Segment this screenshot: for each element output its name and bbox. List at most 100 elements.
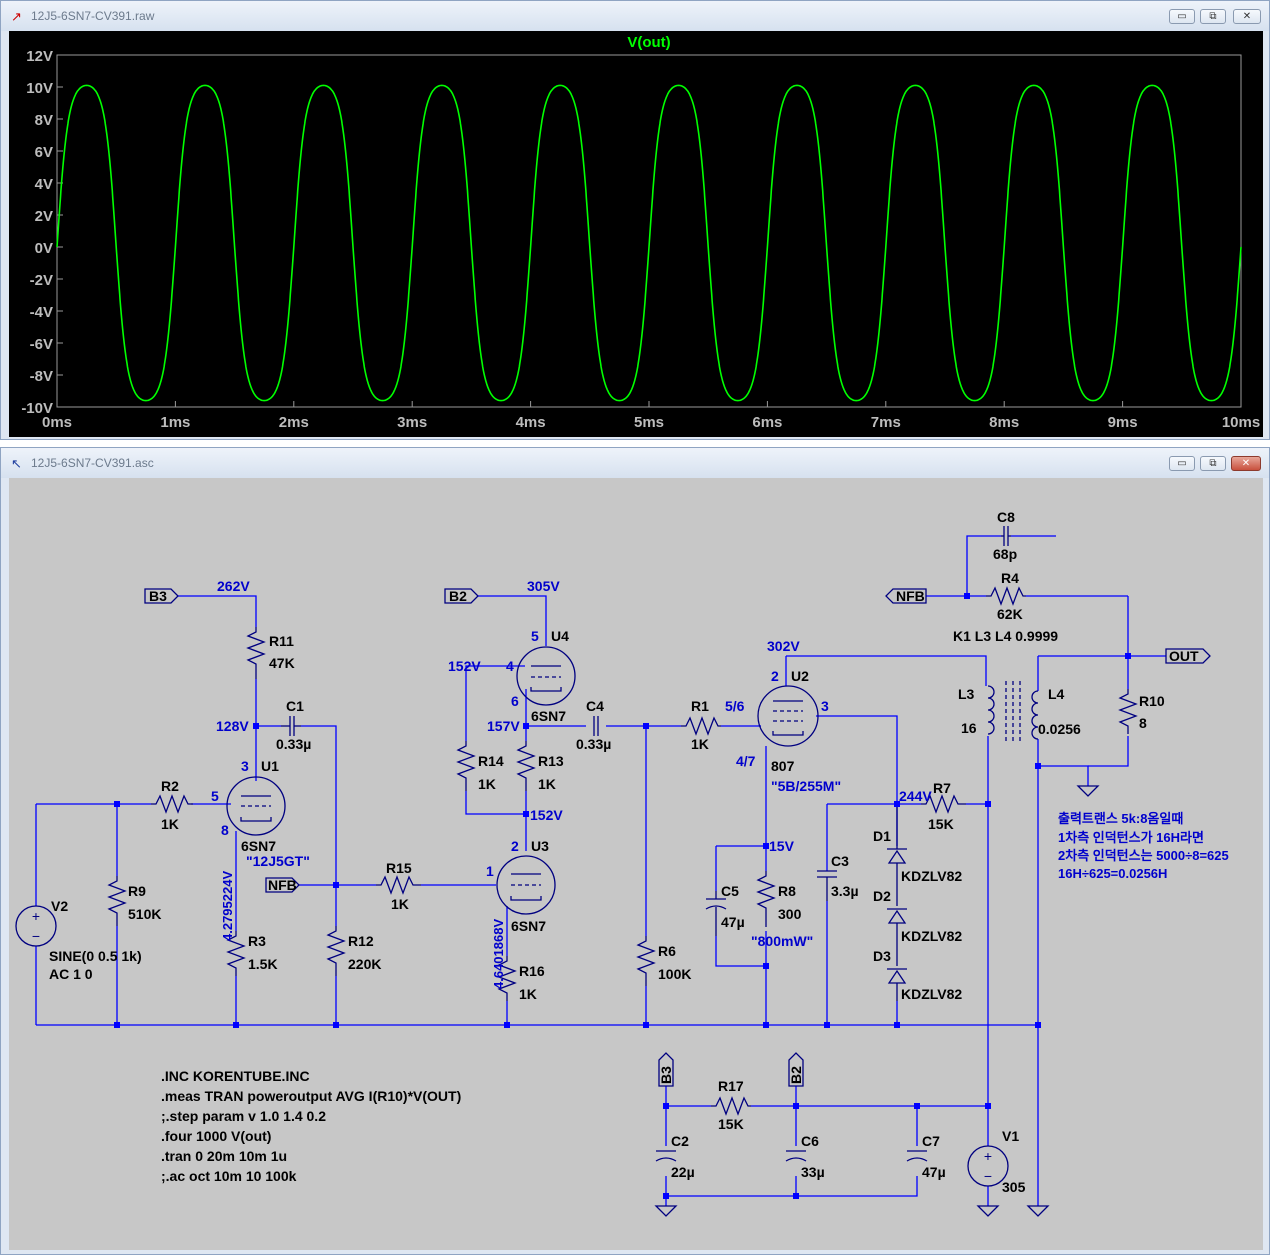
flag-label[interactable]: OUT [1169, 648, 1199, 664]
component-value[interactable]: KDZLV82 [901, 868, 962, 884]
component-value[interactable]: KDZLV82 [901, 986, 962, 1002]
component-value[interactable]: 1K [538, 776, 556, 792]
component-value[interactable]: SINE(0 0.5 1k) [49, 948, 142, 964]
component-value[interactable]: 100K [658, 966, 691, 982]
component-ref[interactable]: R9 [128, 883, 146, 899]
component-value[interactable]: 8 [1139, 715, 1147, 731]
component-value[interactable]: 47K [269, 655, 295, 671]
component-ref[interactable]: C3 [831, 853, 849, 869]
component-ref[interactable]: R4 [1001, 570, 1019, 586]
flag-label[interactable]: B2 [449, 588, 467, 604]
component-value[interactable]: 1K [391, 896, 409, 912]
component-ref[interactable]: R16 [519, 963, 545, 979]
component-ref[interactable]: U2 [791, 668, 809, 684]
spice-directive[interactable]: .INC KORENTUBE.INC [161, 1068, 310, 1084]
component-ref[interactable]: L3 [958, 686, 975, 702]
close-button[interactable]: ✕ [1233, 9, 1261, 24]
component-ref[interactable]: U1 [261, 758, 279, 774]
component-ref[interactable]: R12 [348, 933, 374, 949]
component-model[interactable]: "800mW" [751, 933, 813, 949]
component-ref[interactable]: R3 [248, 933, 266, 949]
component-value[interactable]: 6SN7 [511, 918, 546, 934]
component-value[interactable]: 62K [997, 606, 1023, 622]
component-value[interactable]: 1K [691, 736, 709, 752]
schematic-canvas[interactable]: +− +− B3 B2 [9, 478, 1263, 1250]
component-value[interactable]: 6SN7 [531, 708, 566, 724]
component-value[interactable]: 300 [778, 906, 802, 922]
component-value[interactable]: 47µ [922, 1164, 946, 1180]
spice-directive[interactable]: .tran 0 20m 10m 1u [161, 1148, 287, 1164]
flag-label[interactable]: B3 [149, 588, 167, 604]
component-ref[interactable]: R7 [933, 780, 951, 796]
component-value[interactable]: 0.33µ [576, 736, 611, 752]
component-ref[interactable]: U4 [551, 628, 569, 644]
minimize-button[interactable]: ▭ [1169, 9, 1195, 24]
spice-directive[interactable]: .meas TRAN poweroutput AVG I(R10)*V(OUT) [161, 1088, 461, 1104]
component-ref[interactable]: R1 [691, 698, 709, 714]
component-ref[interactable]: D1 [873, 828, 891, 844]
close-button[interactable]: ✕ [1231, 456, 1261, 471]
component-value[interactable]: 16 [961, 720, 977, 736]
component-value[interactable]: 68p [993, 546, 1017, 562]
flag-label[interactable]: NFB [896, 588, 925, 604]
component-ref[interactable]: C5 [721, 883, 739, 899]
component-value[interactable]: 1K [519, 986, 537, 1002]
component-value[interactable]: 220K [348, 956, 381, 972]
component-ref[interactable]: R17 [718, 1078, 744, 1094]
component-ref[interactable]: C1 [286, 698, 304, 714]
component-ref[interactable]: R8 [778, 883, 796, 899]
trace-label[interactable]: V(out) [627, 34, 670, 51]
component-ref[interactable]: D2 [873, 888, 891, 904]
component-value[interactable]: AC 1 0 [49, 966, 93, 982]
component-ref[interactable]: L4 [1048, 686, 1065, 702]
component-ref[interactable]: R13 [538, 753, 564, 769]
trace-vout[interactable] [56, 84, 1242, 402]
component-value[interactable]: 510K [128, 906, 161, 922]
comment-note[interactable]: 출력트랜스 5k:8옴일때 [1058, 811, 1183, 826]
minimize-button[interactable]: ▭ [1169, 456, 1195, 471]
component-ref[interactable]: R14 [478, 753, 504, 769]
component-ref[interactable]: C4 [586, 698, 604, 714]
component-value[interactable]: 15K [928, 816, 954, 832]
component-ref[interactable]: C7 [922, 1133, 940, 1149]
component-value[interactable]: 3.3µ [831, 883, 859, 899]
component-ref[interactable]: C2 [671, 1133, 689, 1149]
component-ref[interactable]: R15 [386, 860, 412, 876]
component-ref[interactable]: D3 [873, 948, 891, 964]
flag-label[interactable]: B3 [658, 1066, 674, 1084]
comment-note[interactable]: 2차측 인덕턴스는 5000÷8=625 [1058, 848, 1229, 863]
component-ref[interactable]: V1 [1002, 1128, 1019, 1144]
maximize-button[interactable]: ⧉ [1200, 9, 1226, 24]
component-value[interactable]: 1K [161, 816, 179, 832]
component-ref[interactable]: C8 [997, 509, 1015, 525]
component-value[interactable]: 305 [1002, 1179, 1026, 1195]
component-value[interactable]: 15K [718, 1116, 744, 1132]
schematic-drawing[interactable]: +− +− B3 B2 [9, 478, 1263, 1250]
component-ref[interactable]: R11 [269, 633, 294, 649]
component-value[interactable]: KDZLV82 [901, 928, 962, 944]
component-model[interactable]: "12J5GT" [246, 853, 310, 869]
comment-note[interactable]: 16H÷625=0.0256H [1058, 866, 1167, 881]
component-value[interactable]: 807 [771, 758, 795, 774]
spice-directive[interactable]: ;.ac oct 10m 10 100k [161, 1168, 297, 1184]
spice-directive[interactable]: ;.step param v 1.0 1.4 0.2 [161, 1108, 326, 1124]
component-ref[interactable]: C6 [801, 1133, 819, 1149]
component-ref[interactable]: R10 [1139, 693, 1165, 709]
maximize-button[interactable]: ⧉ [1200, 456, 1226, 471]
component-value[interactable]: 22µ [671, 1164, 695, 1180]
component-value[interactable]: 47µ [721, 914, 745, 930]
schematic-titlebar[interactable]: ↖ 12J5-6SN7-CV391.asc ▭ ⧉ ✕ [1, 448, 1269, 478]
component-ref[interactable]: R6 [658, 943, 676, 959]
component-ref[interactable]: R2 [161, 778, 179, 794]
flag-label[interactable]: B2 [788, 1066, 804, 1084]
flag-label[interactable]: NFB [268, 877, 297, 893]
component-value[interactable]: 1K [478, 776, 496, 792]
comment-note[interactable]: 1차측 인덕턴스가 16H라면 [1058, 830, 1204, 845]
component-value[interactable]: 6SN7 [241, 838, 276, 854]
component-value[interactable]: 1.5K [248, 956, 278, 972]
component-ref[interactable]: V2 [51, 898, 68, 914]
component-value[interactable]: 0.33µ [276, 736, 311, 752]
waveform-titlebar[interactable]: ↗ 12J5-6SN7-CV391.raw ▭ ⧉ ✕ [1, 1, 1269, 31]
